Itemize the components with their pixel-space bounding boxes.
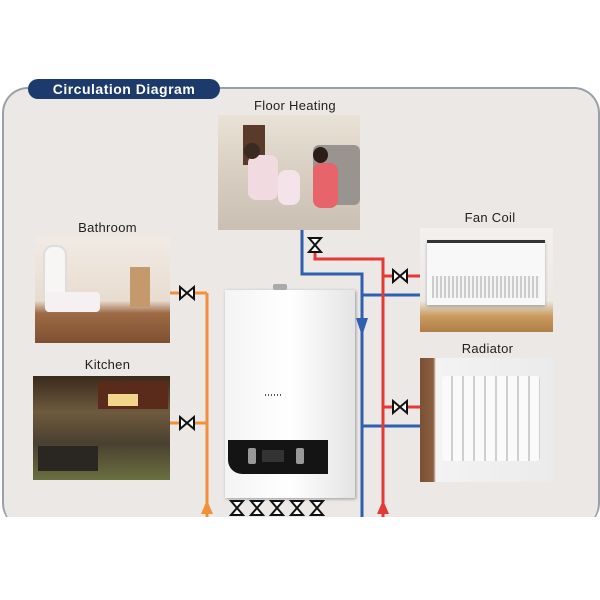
- fan-coil-photo: [420, 228, 553, 332]
- page-bottom: [0, 517, 600, 600]
- floor-heating-label: Floor Heating: [254, 98, 336, 113]
- valve-icon: [270, 500, 284, 516]
- valve-icon: [250, 500, 264, 516]
- radiator-photo: [420, 358, 553, 482]
- valve-icon: [392, 269, 408, 283]
- valve-icon: [308, 237, 322, 253]
- radiator-label: Radiator: [461, 341, 514, 356]
- domestic-flow-arrow: [201, 500, 213, 514]
- valve-icon: [392, 400, 408, 414]
- bathroom-photo: [35, 237, 170, 343]
- hot-flow-arrow: [377, 500, 389, 514]
- valve-icon: [290, 500, 304, 516]
- kitchen-label: Kitchen: [84, 357, 131, 372]
- diagram-title: Circulation Diagram: [28, 79, 220, 99]
- valve-icon: [230, 500, 244, 516]
- floor-heating-photo: [218, 115, 360, 230]
- kitchen-photo: [33, 376, 170, 480]
- fan-coil-label: Fan Coil: [464, 210, 516, 225]
- valve-icon: [179, 416, 195, 430]
- bathroom-label: Bathroom: [78, 220, 137, 235]
- valve-icon: [179, 286, 195, 300]
- boiler: [225, 284, 355, 498]
- domestic-water-pipe: [170, 291, 209, 517]
- cold-return-pipe: [300, 230, 420, 517]
- valve-icon: [310, 500, 324, 516]
- cold-flow-arrow: [356, 318, 368, 336]
- boiler-control-panel: [228, 440, 328, 474]
